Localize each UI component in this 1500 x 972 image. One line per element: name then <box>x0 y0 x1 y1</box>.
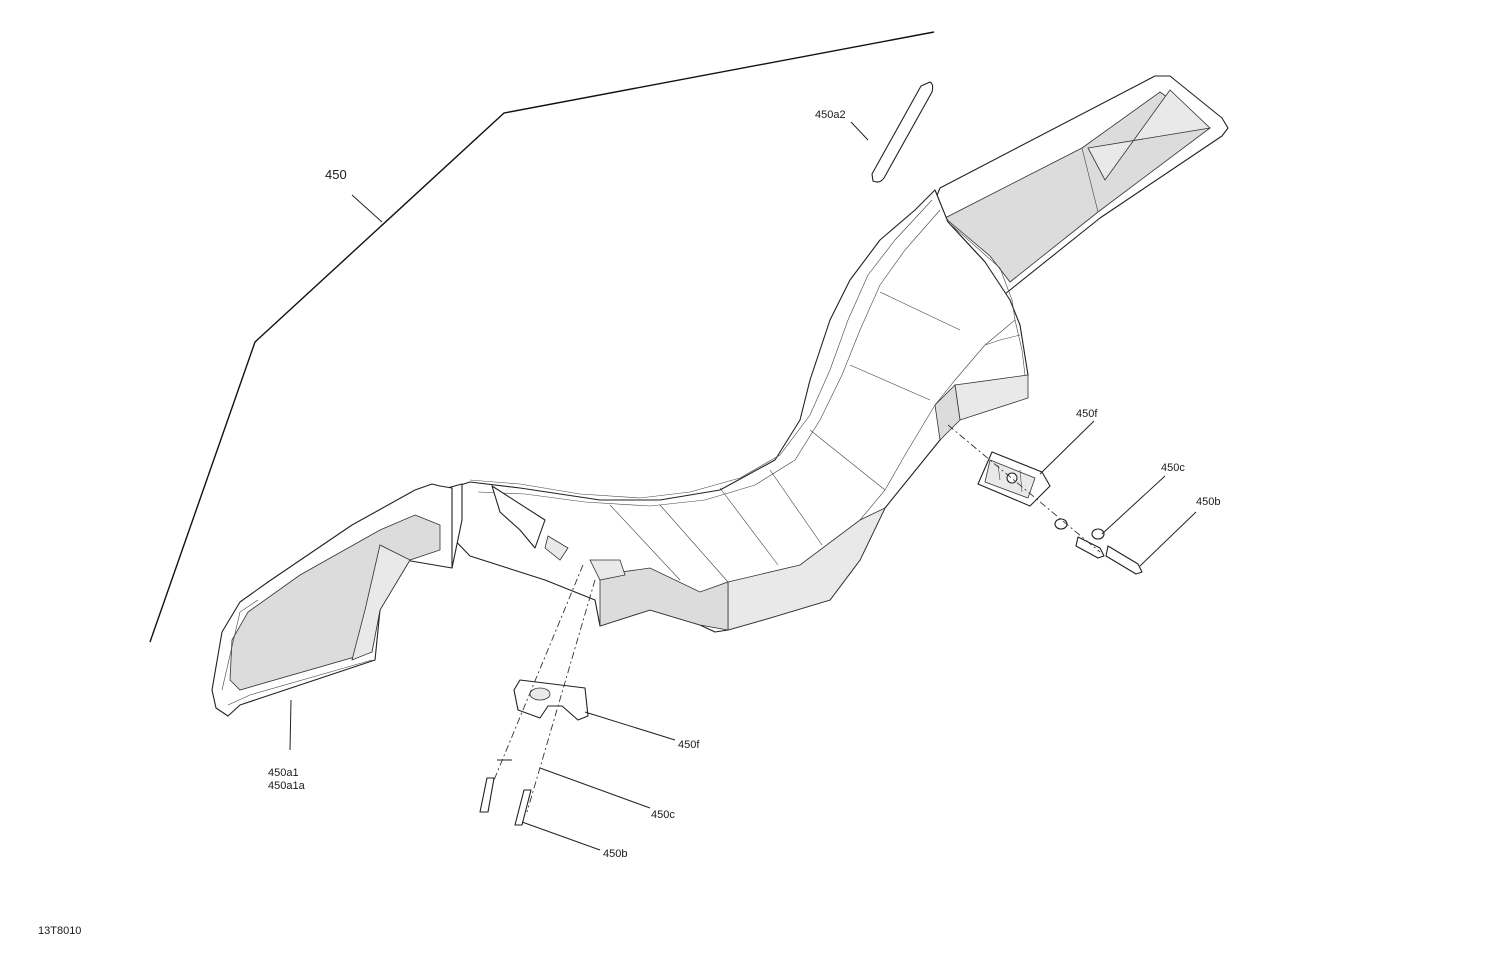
label-450a2: 450a2 <box>815 109 846 121</box>
label-450f-left: 450f <box>678 739 700 751</box>
label-450c-left: 450c <box>651 809 675 821</box>
clamp-left-450f <box>513 679 676 741</box>
fasteners-right <box>947 424 1197 575</box>
leader-450a1 <box>289 699 292 751</box>
assembly-bracket-450 <box>149 31 935 643</box>
label-450f-right: 450f <box>1076 408 1098 420</box>
handlebar-pad-body <box>211 75 1229 717</box>
label-450: 450 <box>325 167 347 182</box>
label-450b-right: 450b <box>1196 496 1220 508</box>
figure-id: 13T8010 <box>38 925 81 937</box>
pad-insert-450a2 <box>850 81 934 183</box>
clamp-right-450f <box>977 420 1095 507</box>
fasteners-left <box>479 564 651 851</box>
label-450a1a: 450a1a <box>268 780 306 792</box>
label-450b-left: 450b <box>603 848 627 860</box>
label-450a1: 450a1 <box>268 767 299 779</box>
label-450c-right: 450c <box>1161 462 1185 474</box>
